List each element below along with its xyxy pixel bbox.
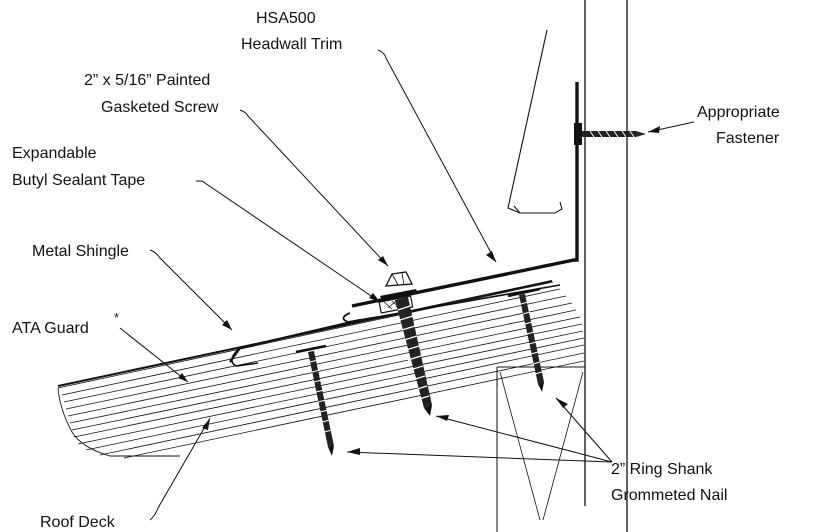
arrowheads xyxy=(178,126,660,455)
label-metal-shingle: Metal Shingle xyxy=(32,243,129,260)
label-nail-line2: Grommeted Nail xyxy=(611,487,727,504)
hsa500-headwall-trim xyxy=(342,82,579,323)
label-sealant-line2: Butyl Sealant Tape xyxy=(12,172,145,189)
wall-framing xyxy=(496,0,628,532)
label-ata-guard: ATA Guard xyxy=(12,320,89,337)
label-nail-line1: 2” Ring Shank xyxy=(611,461,713,478)
label-sealant-line1: Expandable xyxy=(12,145,97,162)
counter-flashing xyxy=(507,29,563,214)
label-screw-line2: Gasketed Screw xyxy=(101,99,219,116)
label-fastener-line1: Appropriate xyxy=(697,104,780,121)
gasketed-screw xyxy=(380,271,432,416)
ring-shank-nail-left xyxy=(295,344,334,456)
label-roof-deck: Roof Deck xyxy=(40,514,116,531)
label-ata-guard-asterisk: * xyxy=(114,310,119,325)
label-headwall-trim-line2: Headwall Trim xyxy=(241,36,342,53)
ring-shank-nail-right xyxy=(507,287,544,392)
label-headwall-trim-line1: HSA500 xyxy=(256,10,316,27)
callout-labels: HSA500 Headwall Trim 2” x 5/16” Painted … xyxy=(12,10,780,531)
roof-deck xyxy=(57,281,585,459)
label-screw-line1: 2” x 5/16” Painted xyxy=(84,72,210,89)
leader-lines xyxy=(119,49,695,521)
label-fastener-line2: Fastener xyxy=(716,130,780,147)
wall-fastener xyxy=(574,123,646,145)
